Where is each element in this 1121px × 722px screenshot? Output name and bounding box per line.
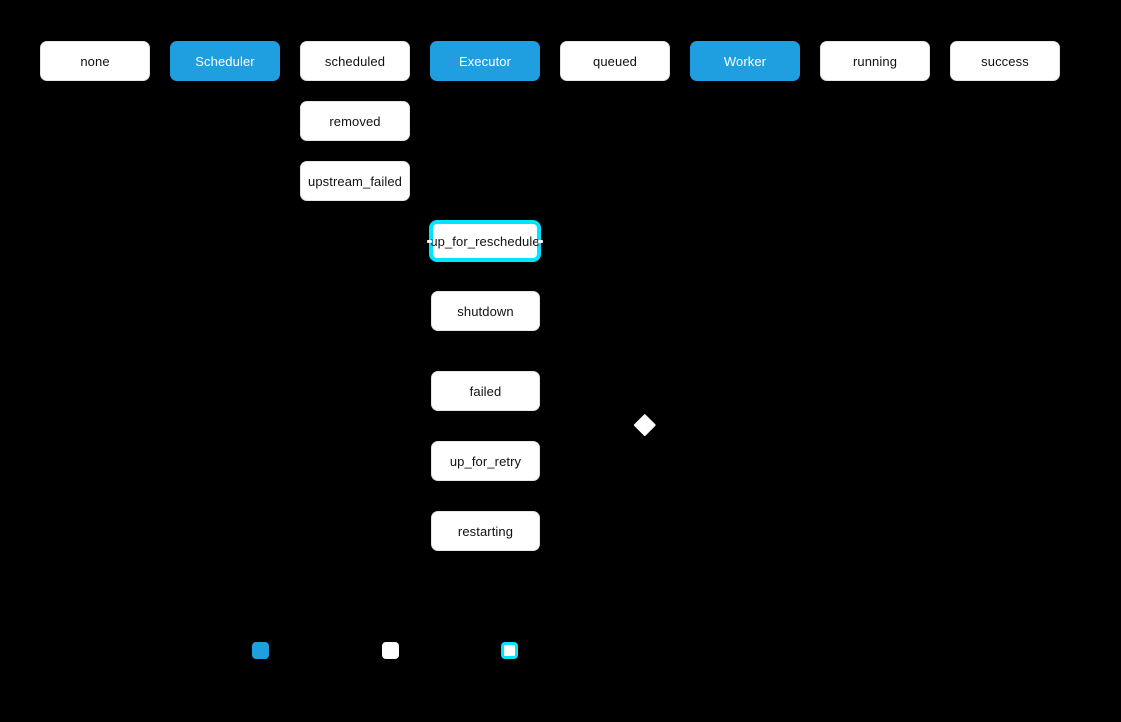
legend-swatch-actor bbox=[252, 642, 269, 659]
node-none[interactable]: none bbox=[40, 41, 150, 81]
node-failed[interactable]: failed bbox=[431, 371, 540, 411]
node-label: failed bbox=[469, 383, 502, 399]
node-upstream_failed[interactable]: upstream_failed bbox=[300, 161, 410, 201]
node-worker[interactable]: Worker bbox=[690, 41, 800, 81]
node-queued[interactable]: queued bbox=[560, 41, 670, 81]
node-label: success bbox=[981, 53, 1029, 69]
node-executor[interactable]: Executor bbox=[430, 41, 540, 81]
node-label: up_for_retry bbox=[449, 453, 522, 469]
node-scheduler[interactable]: Scheduler bbox=[170, 41, 280, 81]
legend-swatch-state bbox=[382, 642, 399, 659]
node-shutdown[interactable]: shutdown bbox=[431, 291, 540, 331]
node-scheduled[interactable]: scheduled bbox=[300, 41, 410, 81]
legend-selected bbox=[501, 642, 526, 659]
diamond-marker-icon[interactable] bbox=[633, 413, 656, 436]
node-label: upstream_failed bbox=[308, 173, 402, 189]
legend-actor bbox=[252, 642, 277, 659]
node-restarting[interactable]: restarting bbox=[431, 511, 540, 551]
node-success[interactable]: success bbox=[950, 41, 1060, 81]
node-label: Executor bbox=[458, 53, 512, 69]
connection-handle-left-icon[interactable] bbox=[427, 240, 432, 243]
node-label: Scheduler bbox=[195, 53, 255, 69]
node-label: none bbox=[80, 53, 110, 69]
legend-state bbox=[382, 642, 407, 659]
node-label: scheduled bbox=[324, 53, 386, 69]
legend-swatch-selected bbox=[501, 642, 518, 659]
node-label: shutdown bbox=[457, 303, 514, 319]
node-label: restarting bbox=[457, 523, 514, 539]
node-label: queued bbox=[593, 53, 637, 69]
connection-handle-right-icon[interactable] bbox=[538, 240, 543, 243]
node-running[interactable]: running bbox=[820, 41, 930, 81]
node-removed[interactable]: removed bbox=[300, 101, 410, 141]
node-label: up_for_reschedule bbox=[430, 233, 540, 249]
node-label: Worker bbox=[723, 53, 767, 69]
node-up_for_retry[interactable]: up_for_retry bbox=[431, 441, 540, 481]
node-label: removed bbox=[329, 113, 381, 129]
node-up_for_reschedule[interactable]: up_for_reschedule bbox=[427, 221, 543, 261]
node-label: running bbox=[852, 53, 898, 69]
